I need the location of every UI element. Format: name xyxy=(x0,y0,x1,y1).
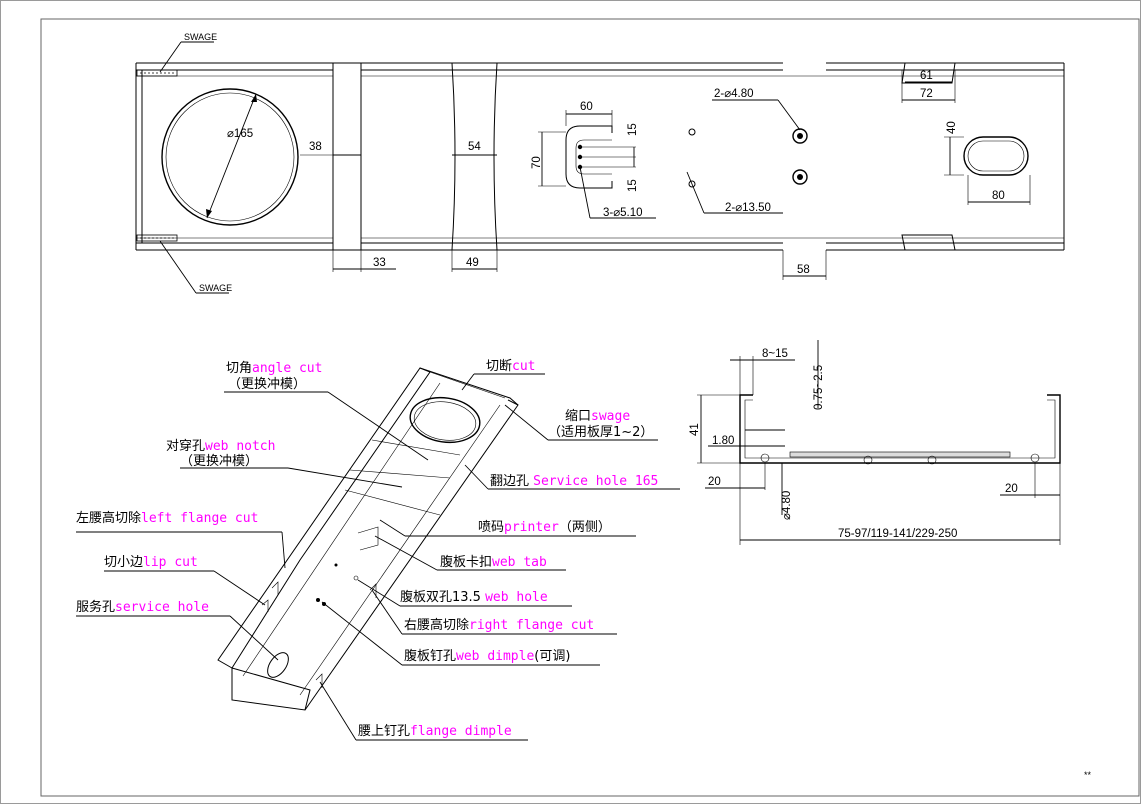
dim-70: 70 xyxy=(531,156,543,169)
web-notch-band xyxy=(332,62,362,251)
label-service-hole: 服务孔service hole xyxy=(76,599,209,615)
corner-mark: ** xyxy=(1084,770,1092,780)
label-web-notch: 对穿孔web notch xyxy=(166,438,275,454)
swage-top-label: SWAGE xyxy=(184,32,217,42)
service-hole-165-circle xyxy=(161,88,299,226)
label-angle-cut-sub: （更换冲模） xyxy=(228,377,306,392)
dim-58: 58 xyxy=(797,264,810,276)
label-printer: 喷码printer（两侧） xyxy=(478,520,611,535)
swage-bottom-label: SWAGE xyxy=(199,283,232,293)
dim-49: 49 xyxy=(466,257,479,269)
swage-top-mark: SWAGE xyxy=(136,32,217,77)
label-swage: 缩口swage xyxy=(565,408,630,424)
dim-15-lower: 15 xyxy=(627,179,639,192)
dim-61: 61 xyxy=(920,70,933,82)
cross-section-view: 8~15 0.75~2.5 41 1.80 20 20 ⌀4.80 75-97/… xyxy=(689,340,1061,545)
dim-33: 33 xyxy=(373,257,386,269)
label-left-flange-cut: 左腰高切除left flange cut xyxy=(76,510,258,526)
web-tab-feature: 60 70 15 15 3-⌀5.10 xyxy=(531,101,656,219)
label-web-hole: 腹板双孔13.5 web hole xyxy=(400,589,548,605)
dim-54: 54 xyxy=(468,141,481,153)
label-flange-dimple: 腰上钉孔flange dimple xyxy=(358,724,512,739)
label-lip-cut: 切小边lip cut xyxy=(104,555,198,570)
dim-80: 80 xyxy=(992,190,1005,202)
dim-20-left: 20 xyxy=(708,476,721,488)
top-plan-view: SWAGE SWAGE ⌀165 38 33 54 xyxy=(135,32,1065,294)
dim-72: 72 xyxy=(920,88,933,100)
holes-2x480: 2-⌀4.80 xyxy=(714,88,754,100)
label-cut: 切断cut xyxy=(486,359,536,374)
dim-180: 1.80 xyxy=(712,435,734,447)
dim-480-section: ⌀4.80 xyxy=(781,491,793,520)
circle-diameter: ⌀165 xyxy=(227,128,253,140)
holes-1350: 2-⌀13.50 xyxy=(686,128,808,214)
label-right-flange-cut: 右腰高切除right flange cut xyxy=(404,617,594,633)
dim-8-15: 8~15 xyxy=(762,348,788,360)
flange-cut-bottom: 58 xyxy=(782,234,956,280)
holes-2x1350: 2-⌀13.50 xyxy=(725,202,771,214)
dim-20-right: 20 xyxy=(1005,483,1018,495)
label-web-tab: 腹板卡扣web tab xyxy=(440,554,547,570)
service-slot: 40 80 xyxy=(944,121,1031,205)
dim-60: 60 xyxy=(580,101,593,113)
dim-38: 38 xyxy=(309,141,322,153)
dim-075-25: 0.75~2.5 xyxy=(813,365,825,410)
dim-40: 40 xyxy=(946,121,958,134)
swage-bottom-mark: SWAGE xyxy=(136,234,232,294)
iso-leaders xyxy=(76,373,680,741)
iso-labels: 切角angle cut （更换冲模） 切断cut 缩口swage （适用板厚1~… xyxy=(76,359,658,739)
isometric-view xyxy=(217,367,519,711)
holes-3x510: 3-⌀5.10 xyxy=(603,207,643,219)
label-web-notch-sub: （更换冲模） xyxy=(180,454,258,469)
holes-480: 2-⌀4.80 xyxy=(688,88,801,188)
label-web-dimple: 腹板钉孔web dimple(可调) xyxy=(404,648,570,664)
label-angle-cut: 切角angle cut xyxy=(226,361,322,376)
dim-15-upper: 15 xyxy=(627,123,639,136)
label-swage-sub: （适用板厚1~2） xyxy=(548,425,653,440)
inner-frame xyxy=(40,18,1140,797)
dim-41: 41 xyxy=(689,423,701,436)
flange-cut-top: 61 72 xyxy=(783,61,956,103)
width-range: 75-97/119-141/229-250 xyxy=(838,528,957,540)
label-service-165: 翻边孔 Service hole 165 xyxy=(490,474,658,489)
